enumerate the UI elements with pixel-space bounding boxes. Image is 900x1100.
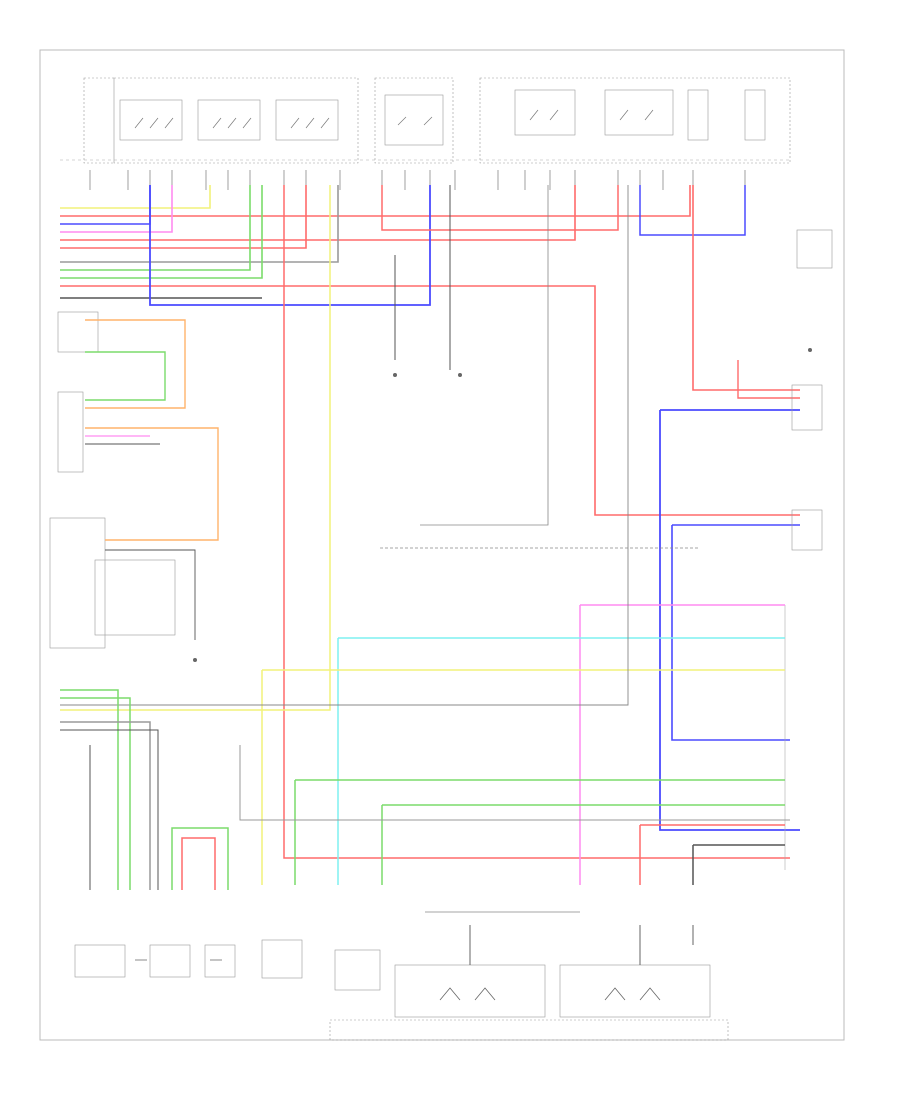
fuse-right-2 — [744, 89, 766, 141]
ground-icon — [193, 348, 812, 662]
vertical-wire-runs — [60, 185, 790, 859]
switch-icon — [135, 959, 661, 1001]
relay-4 — [514, 89, 576, 136]
top-wire-bus — [60, 185, 800, 516]
left-switch-blocks — [49, 311, 176, 649]
bottom-dark-wires — [469, 925, 694, 965]
relay-2 — [197, 99, 261, 141]
relay-5 — [604, 89, 674, 136]
connector-icon — [89, 170, 746, 190]
center-switch-box — [374, 77, 454, 164]
red-right-wire — [692, 185, 800, 391]
bottom-left-wires — [60, 689, 790, 890]
left-fuse-box — [83, 77, 115, 164]
switch-icon — [134, 109, 654, 129]
relay-box-group — [113, 77, 359, 164]
relay-1 — [119, 99, 183, 141]
diagram-border — [39, 49, 845, 1041]
right-bus-wires — [60, 185, 785, 885]
left-orange-wire-2 — [85, 427, 219, 541]
blue-right-wire-2 — [671, 524, 800, 741]
left-orange-wire — [85, 319, 186, 409]
red-top-right-wire — [381, 185, 619, 231]
right-fuse-box — [479, 77, 791, 164]
blue-right-wire — [659, 409, 800, 831]
top-components — [83, 77, 791, 164]
center-switch — [384, 94, 444, 146]
bottom-components — [74, 939, 729, 1041]
relay-3 — [275, 99, 339, 141]
red-right-wire-2 — [737, 360, 800, 399]
left-dark-wire — [85, 443, 196, 640]
blue-loop-wire — [149, 185, 431, 306]
right-connectors — [791, 229, 833, 551]
left-green-wire — [85, 351, 166, 401]
fuse-right-1 — [687, 89, 709, 141]
